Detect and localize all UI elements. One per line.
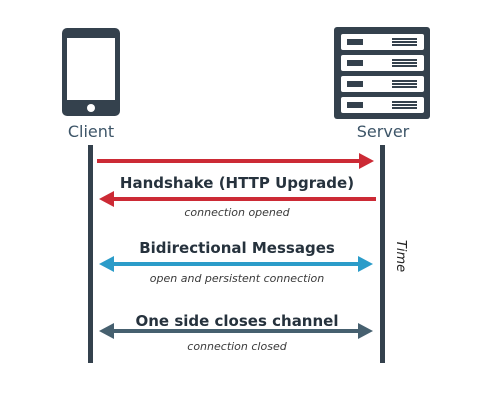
close-arrow — [99, 323, 373, 339]
handshake-title: Handshake (HTTP Upgrade) — [120, 174, 354, 192]
client-lifeline — [88, 145, 93, 363]
bidirectional-arrow — [99, 256, 373, 272]
server-icon — [334, 27, 430, 119]
client-label: Client — [68, 122, 114, 141]
server-label: Server — [357, 122, 410, 141]
bidirectional-title: Bidirectional Messages — [139, 239, 335, 257]
close-title: One side closes channel — [136, 312, 339, 330]
phone-icon — [62, 28, 120, 116]
close-subtitle: connection closed — [187, 340, 287, 353]
handshake-subtitle: connection opened — [184, 206, 290, 219]
time-label: Time — [393, 240, 408, 272]
handshake-request-arrow — [97, 153, 374, 169]
handshake-response-arrow — [99, 191, 376, 207]
bidirectional-subtitle: open and persistent connection — [150, 272, 324, 285]
server-lifeline — [380, 145, 385, 363]
